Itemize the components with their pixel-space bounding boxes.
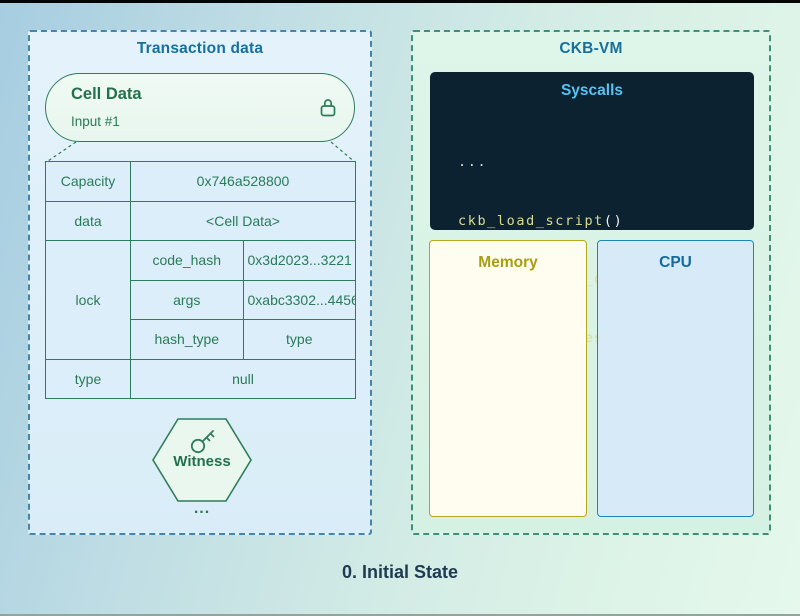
table-row-lock-hash-type: hash_type type bbox=[46, 319, 356, 360]
cpu-box: CPU bbox=[597, 240, 754, 517]
code-line: ckb_load_script() bbox=[458, 212, 624, 229]
syscalls-title: Syscalls bbox=[560, 82, 624, 99]
data-value: <Cell Data> bbox=[130, 200, 356, 241]
cell-fields-table: Capacity 0x746a528800 data <Cell Data> l… bbox=[45, 161, 356, 399]
code-hash-key: code_hash bbox=[130, 240, 244, 281]
caption-initial-state: 0. Initial State bbox=[341, 562, 459, 582]
witness-ellipsis: ... bbox=[193, 500, 211, 517]
args-value: 0xabc3302...4456 bbox=[242, 279, 356, 320]
cpu-label: CPU bbox=[659, 254, 692, 271]
hash-type-key: hash_type bbox=[130, 319, 244, 360]
code-hash-value: 0x3d2023...3221 bbox=[242, 240, 356, 281]
cell-data-title: Cell Data bbox=[71, 85, 142, 103]
top-edge-bar bbox=[0, 0, 800, 3]
data-label: data bbox=[45, 200, 131, 241]
capacity-value: 0x746a528800 bbox=[130, 161, 356, 202]
transaction-panel-title: Transaction data bbox=[136, 40, 264, 57]
witness-label: Witness bbox=[173, 453, 231, 470]
vm-panel-title: CKB-VM bbox=[559, 40, 623, 57]
table-row-lock-code-hash: lock code_hash 0x3d2023...3221 bbox=[45, 240, 356, 360]
hash-type-value: type bbox=[242, 319, 356, 360]
bottom-edge-bar bbox=[0, 614, 800, 616]
table-row-data: data <Cell Data> bbox=[45, 200, 356, 241]
syscalls-box: Syscalls ... ckb_load_script() ckb_load_… bbox=[430, 72, 754, 404]
key-icon bbox=[190, 430, 215, 454]
cell-data-card: Cell Data Input #1 bbox=[45, 73, 355, 142]
table-row-type: type null bbox=[45, 358, 356, 399]
lock-label: lock bbox=[45, 240, 131, 360]
connector-lines bbox=[44, 141, 357, 164]
cell-data-input-label: Input #1 bbox=[71, 114, 120, 129]
table-row-capacity: Capacity 0x746a528800 bbox=[45, 161, 356, 202]
memory-box: Memory bbox=[429, 240, 587, 517]
transaction-data-panel: Transaction data Cell Data Input #1 Capa… bbox=[28, 30, 372, 535]
witness-hexagon bbox=[152, 418, 252, 502]
type-value: null bbox=[130, 358, 356, 399]
args-key: args bbox=[130, 279, 244, 320]
code-line: ... bbox=[458, 154, 488, 170]
memory-label: Memory bbox=[478, 254, 538, 271]
capacity-label: Capacity bbox=[45, 161, 131, 202]
ckb-vm-panel: CKB-VM Syscalls ... ckb_load_script() ck… bbox=[411, 30, 771, 535]
type-label: type bbox=[45, 358, 131, 399]
lock-icon bbox=[318, 97, 338, 123]
